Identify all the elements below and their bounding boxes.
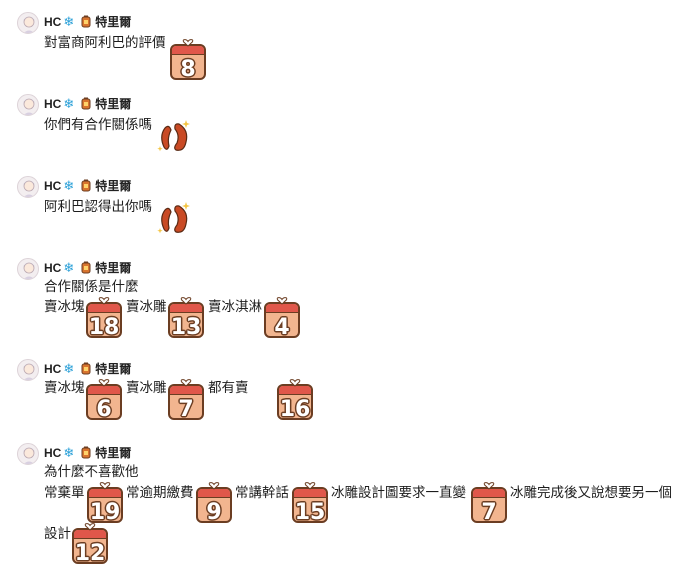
chat-message: HC ❄ 特里爾 阿利巴認得出你嗎 bbox=[0, 176, 693, 246]
message-text: 對富商阿利巴的評價 bbox=[44, 35, 166, 50]
message-text: 你們有合作關係嗎 bbox=[44, 117, 152, 132]
bean-sticker bbox=[157, 202, 190, 234]
bean-sticker bbox=[157, 120, 190, 152]
calendar-sticker: 4 bbox=[264, 297, 300, 338]
avatar[interactable] bbox=[17, 359, 39, 381]
sender-badge: 特里爾 bbox=[95, 362, 132, 376]
message-text: 賣冰淇淋 bbox=[208, 299, 262, 314]
sticker-number: 16 bbox=[279, 397, 311, 420]
lantern-icon bbox=[81, 179, 91, 191]
sender-line: HC ❄ 特里爾 bbox=[44, 95, 131, 112]
message-text: 冰雕完成後又說想要另一個 bbox=[510, 485, 672, 500]
lantern-icon bbox=[81, 261, 91, 273]
sticker-number: 12 bbox=[74, 541, 106, 564]
message-text: 常講幹話 bbox=[235, 485, 289, 500]
calendar-sticker: 13 bbox=[168, 297, 204, 338]
lantern-icon bbox=[81, 15, 91, 27]
calendar-sticker: 12 bbox=[72, 523, 108, 564]
message-text: 賣冰塊 bbox=[44, 380, 85, 395]
calendar-sticker: 15 bbox=[292, 482, 328, 523]
heart-ring-icon bbox=[289, 379, 301, 387]
snowflake-icon: ❄ bbox=[63, 178, 75, 193]
chat-message: HC ❄ 特里爾 你們有合作關係嗎 bbox=[0, 94, 693, 164]
sender-badge: 特里爾 bbox=[95, 179, 132, 193]
sticker-number: 15 bbox=[294, 500, 326, 523]
avatar[interactable] bbox=[17, 94, 39, 116]
lantern-icon bbox=[81, 446, 91, 458]
calendar-sticker: 9 bbox=[196, 482, 232, 523]
heart-ring-icon bbox=[208, 482, 220, 490]
calendar-sticker: 18 bbox=[86, 297, 122, 338]
sender-name[interactable]: HC bbox=[44, 445, 62, 460]
message-text: 設計 bbox=[44, 526, 71, 541]
calendar-sticker: 6 bbox=[86, 379, 122, 420]
calendar-sticker: 7 bbox=[168, 379, 204, 420]
message-text: 阿利巴認得出你嗎 bbox=[44, 199, 152, 214]
sticker-number: 6 bbox=[96, 397, 112, 420]
sender-line: HC ❄ 特里爾 bbox=[44, 360, 131, 377]
message-text: 為什麼不喜歡他 bbox=[44, 464, 139, 479]
sticker-number: 13 bbox=[170, 315, 202, 338]
heart-ring-icon bbox=[180, 297, 192, 305]
message-text: 合作關係是什麼 bbox=[44, 279, 139, 294]
snowflake-icon: ❄ bbox=[63, 445, 75, 460]
calendar-sticker: 7 bbox=[471, 482, 507, 523]
snowflake-icon: ❄ bbox=[63, 361, 75, 376]
heart-ring-icon bbox=[98, 297, 110, 305]
sender-line: HC ❄ 特里爾 bbox=[44, 444, 131, 461]
avatar[interactable] bbox=[17, 258, 39, 280]
calendar-sticker: 16 bbox=[277, 379, 313, 420]
sticker-number: 18 bbox=[88, 315, 120, 338]
sender-line: HC ❄ 特里爾 bbox=[44, 13, 131, 30]
heart-ring-icon bbox=[182, 39, 194, 47]
sticker-number: 7 bbox=[178, 397, 194, 420]
sender-badge: 特里爾 bbox=[95, 261, 132, 275]
message-text: 常逾期繳費 bbox=[126, 485, 194, 500]
sticker-number: 7 bbox=[481, 500, 497, 523]
calendar-sticker: 8 bbox=[170, 39, 206, 80]
sticker-number: 19 bbox=[89, 500, 121, 523]
message-text: 都有賣 bbox=[208, 380, 249, 395]
snowflake-icon: ❄ bbox=[63, 96, 75, 111]
calendar-sticker: 19 bbox=[87, 482, 123, 523]
avatar[interactable] bbox=[17, 443, 39, 465]
snowflake-icon: ❄ bbox=[63, 14, 75, 29]
sender-name[interactable]: HC bbox=[44, 178, 62, 193]
message-text: 賣冰雕 bbox=[126, 380, 167, 395]
sender-name[interactable]: HC bbox=[44, 14, 62, 29]
heart-ring-icon bbox=[276, 297, 288, 305]
chat-message: HC ❄ 特里爾 合作關係是什麼 賣冰塊 18 賣冰雕 13 賣冰淇淋 4 bbox=[0, 258, 693, 344]
heart-ring-icon bbox=[483, 482, 495, 490]
sender-name[interactable]: HC bbox=[44, 260, 62, 275]
avatar[interactable] bbox=[17, 12, 39, 34]
avatar[interactable] bbox=[17, 176, 39, 198]
sender-name[interactable]: HC bbox=[44, 96, 62, 111]
heart-ring-icon bbox=[99, 482, 111, 490]
chat-message: HC ❄ 特里爾 為什麼不喜歡他 常棄單 19 常逾期繳費 9 常講幹話 15 … bbox=[0, 443, 693, 568]
sender-line: HC ❄ 特里爾 bbox=[44, 259, 131, 276]
sticker-number: 9 bbox=[206, 500, 222, 523]
snowflake-icon: ❄ bbox=[63, 260, 75, 275]
sticker-number: 4 bbox=[274, 315, 290, 338]
sender-line: HC ❄ 特里爾 bbox=[44, 177, 131, 194]
sender-badge: 特里爾 bbox=[95, 97, 132, 111]
sender-name[interactable]: HC bbox=[44, 361, 62, 376]
message-text: 冰雕設計圖要求一直變 bbox=[331, 485, 466, 500]
heart-ring-icon bbox=[98, 379, 110, 387]
heart-ring-icon bbox=[84, 523, 96, 531]
sender-badge: 特里爾 bbox=[95, 15, 132, 29]
message-text: 賣冰雕 bbox=[126, 299, 167, 314]
sender-badge: 特里爾 bbox=[95, 446, 132, 460]
message-text: 賣冰塊 bbox=[44, 299, 85, 314]
chat-message: HC ❄ 特里爾 賣冰塊 6 賣冰雕 7 都有賣 16 bbox=[0, 359, 693, 429]
lantern-icon bbox=[81, 97, 91, 109]
heart-ring-icon bbox=[304, 482, 316, 490]
message-text: 常棄單 bbox=[44, 485, 85, 500]
heart-ring-icon bbox=[180, 379, 192, 387]
sticker-number: 8 bbox=[180, 57, 196, 80]
lantern-icon bbox=[81, 362, 91, 374]
chat-message: HC ❄ 特里爾 對富商阿利巴的評價 8 bbox=[0, 12, 693, 82]
